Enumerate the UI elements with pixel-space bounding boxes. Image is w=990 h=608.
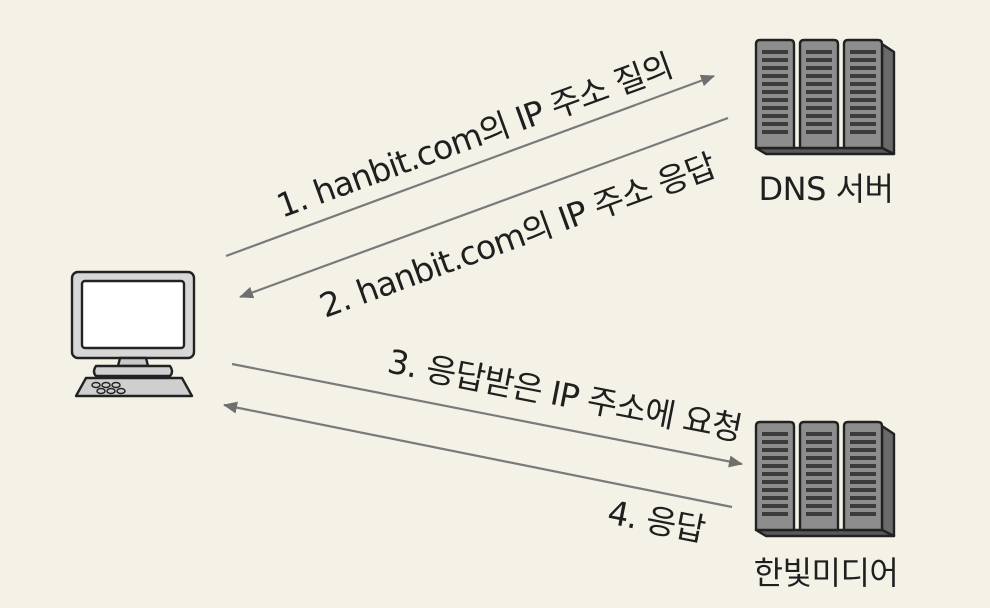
step-4-label: 4. 응답 [604,493,708,550]
step-3-label: 3. 응답받은 IP 주소에 요청 [384,342,744,449]
arrow-step-3 [231,362,743,468]
arrow-step-2 [239,116,729,299]
dns-server-label: DNS 서버 [759,170,894,208]
hanbit-media-label: 한빛미디어 [754,554,899,592]
hanbit-media-server-icon [756,422,894,536]
arrow-step-4 [223,401,733,509]
dns-server-icon [756,40,894,154]
arrow-step-1 [225,74,715,258]
computer-icon [70,270,196,398]
